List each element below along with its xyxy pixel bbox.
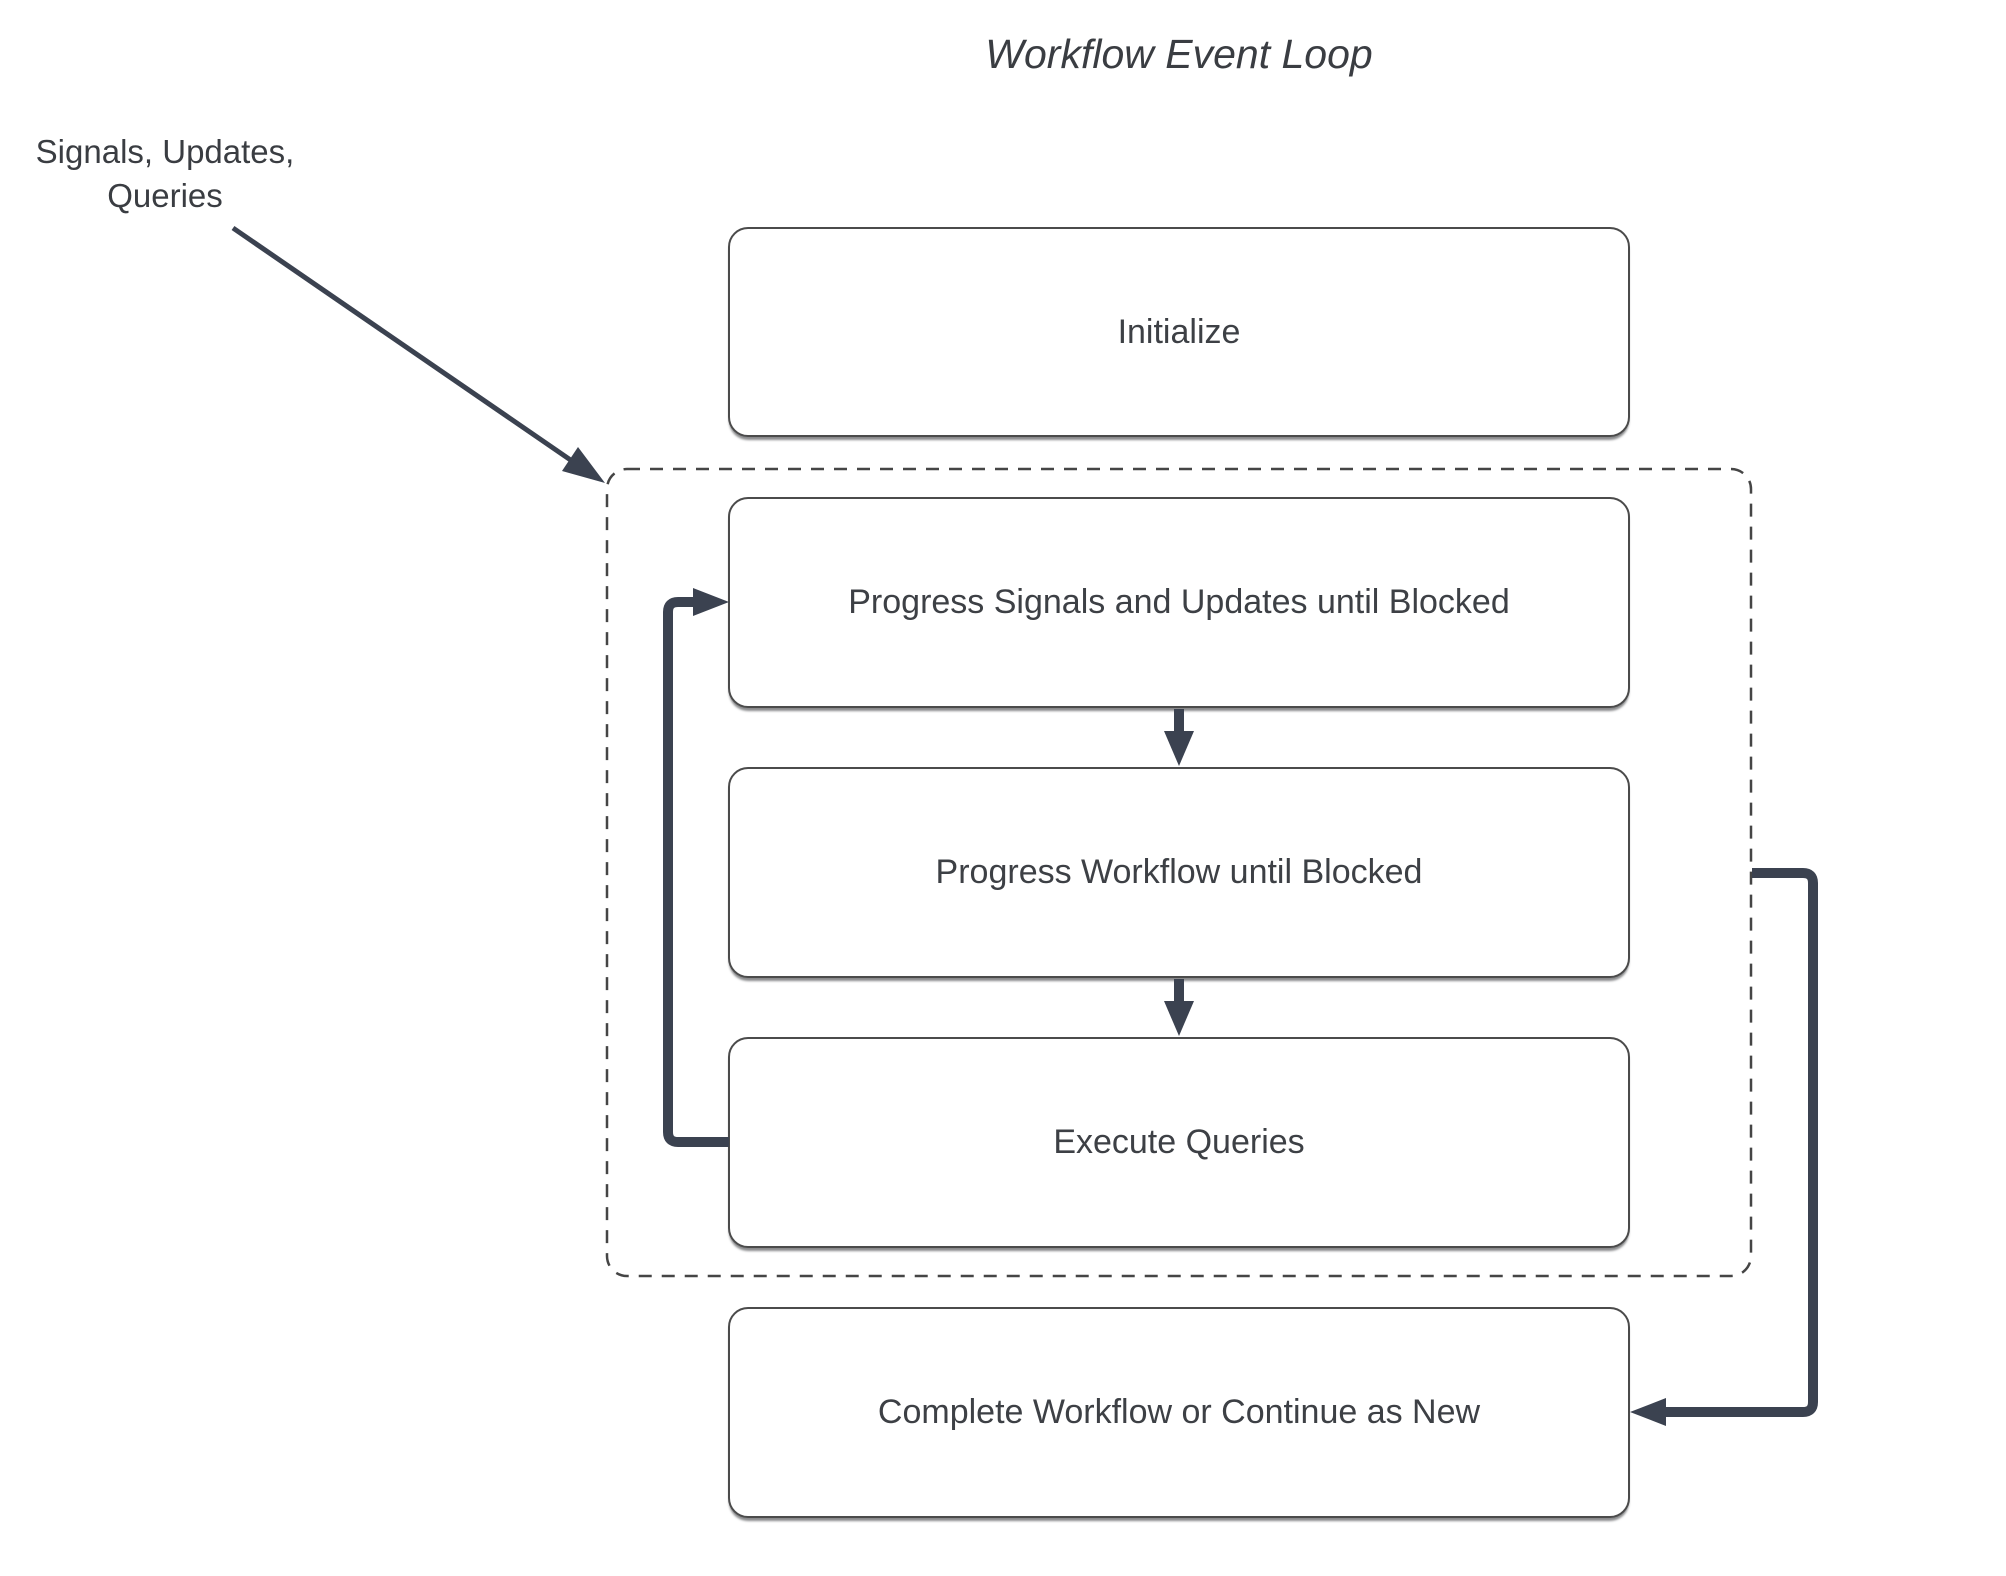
arrow-workflow-to-queries-head-icon: [1164, 1001, 1194, 1036]
node-complete-workflow-label: Complete Workflow or Continue as New: [877, 1393, 1481, 1431]
input-arrow-head-icon: [562, 447, 605, 483]
external-input-label-line1: Signals, Updates,: [35, 133, 295, 170]
external-input-label: Signals, Updates, Queries: [20, 130, 310, 218]
node-initialize-label: Initialize: [1117, 312, 1241, 351]
loop-back-connector-line: [663, 597, 729, 1147]
arrow-signals-to-workflow-head-icon: [1164, 731, 1194, 766]
node-progress-signals-updates: Progress Signals and Updates until Block…: [728, 497, 1630, 708]
node-progress-workflow-label: Progress Workflow until Blocked: [935, 853, 1423, 891]
diagram-title: Workflow Event Loop: [985, 31, 1373, 77]
node-complete-workflow: Complete Workflow or Continue as New: [728, 1307, 1630, 1518]
node-initialize: Initialize: [728, 227, 1630, 437]
node-progress-signals-updates-label: Progress Signals and Updates until Block…: [848, 583, 1510, 621]
exit-connector-head-icon: [1630, 1398, 1666, 1426]
exit-connector-line: [1666, 868, 1818, 1417]
loop-back-connector-head-icon: [693, 588, 729, 616]
node-execute-queries: Execute Queries: [728, 1037, 1630, 1248]
external-input-label-line2: Queries: [107, 176, 223, 214]
node-progress-workflow: Progress Workflow until Blocked: [728, 767, 1630, 978]
input-arrow-line: [231, 225, 574, 464]
node-execute-queries-label: Execute Queries: [1053, 1123, 1305, 1161]
